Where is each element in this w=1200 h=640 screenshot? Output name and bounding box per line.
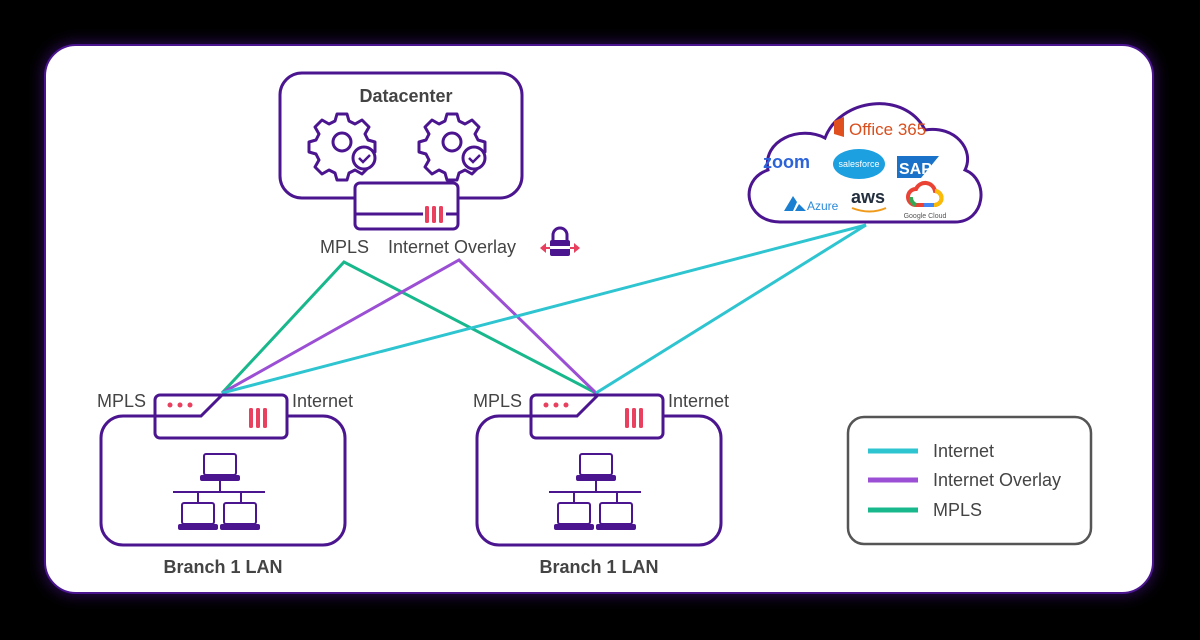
branch-right-port: Internet xyxy=(292,391,353,411)
svg-text:Azure: Azure xyxy=(807,199,839,213)
router-icon xyxy=(529,393,665,440)
lan-topology-icon xyxy=(549,453,641,530)
branch-name: Branch 1 LAN xyxy=(539,557,658,577)
branch-left-port: MPLS xyxy=(97,391,146,411)
aws-logo: aws xyxy=(851,187,887,213)
connections xyxy=(220,223,867,395)
branch-left-port: MPLS xyxy=(473,391,522,411)
branch-node: MPLS Internet Branch 1 LAN xyxy=(473,391,729,577)
datacenter-port-mpls: MPLS xyxy=(320,237,369,257)
internet-link-branch2 xyxy=(595,223,867,395)
router-icon xyxy=(153,393,289,440)
svg-text:salesforce: salesforce xyxy=(838,159,879,169)
legend-label-overlay: Internet Overlay xyxy=(933,470,1061,490)
lock-icon xyxy=(540,226,580,256)
firewall-icon xyxy=(353,181,460,231)
legend-label-mpls: MPLS xyxy=(933,500,982,520)
legend-label-internet: Internet xyxy=(933,441,994,461)
zoom-logo: zoom xyxy=(763,152,810,172)
svg-text:Office 365: Office 365 xyxy=(849,120,926,139)
mpls-link xyxy=(220,260,597,395)
svg-text:aws: aws xyxy=(851,187,885,207)
datacenter-title: Datacenter xyxy=(359,86,452,106)
overlay-link xyxy=(221,258,598,395)
datacenter-port-overlay: Internet Overlay xyxy=(388,237,516,257)
office365-logo: Office 365 xyxy=(834,117,926,139)
lan-topology-icon xyxy=(173,453,265,530)
branch-right-port: Internet xyxy=(668,391,729,411)
salesforce-logo: salesforce xyxy=(833,149,885,179)
azure-logo: Azure xyxy=(784,196,839,213)
cloud-node: Office 365 zoom salesforce SAP Azure aws… xyxy=(747,102,983,224)
sap-logo: SAP xyxy=(897,156,939,178)
branch-name: Branch 1 LAN xyxy=(163,557,282,577)
svg-text:SAP: SAP xyxy=(899,161,932,178)
google-cloud-logo: Google Cloud xyxy=(904,180,947,220)
gear-check-icon xyxy=(417,112,487,182)
svg-text:Google Cloud: Google Cloud xyxy=(904,213,947,220)
internet-link-branch1 xyxy=(221,223,867,395)
gear-check-icon xyxy=(307,112,377,182)
legend: Internet Internet Overlay MPLS xyxy=(846,415,1093,546)
branch-node: MPLS Internet Branch 1 LAN xyxy=(97,391,353,577)
datacenter-node: Datacenter MPLS Internet Overlay xyxy=(278,71,580,257)
